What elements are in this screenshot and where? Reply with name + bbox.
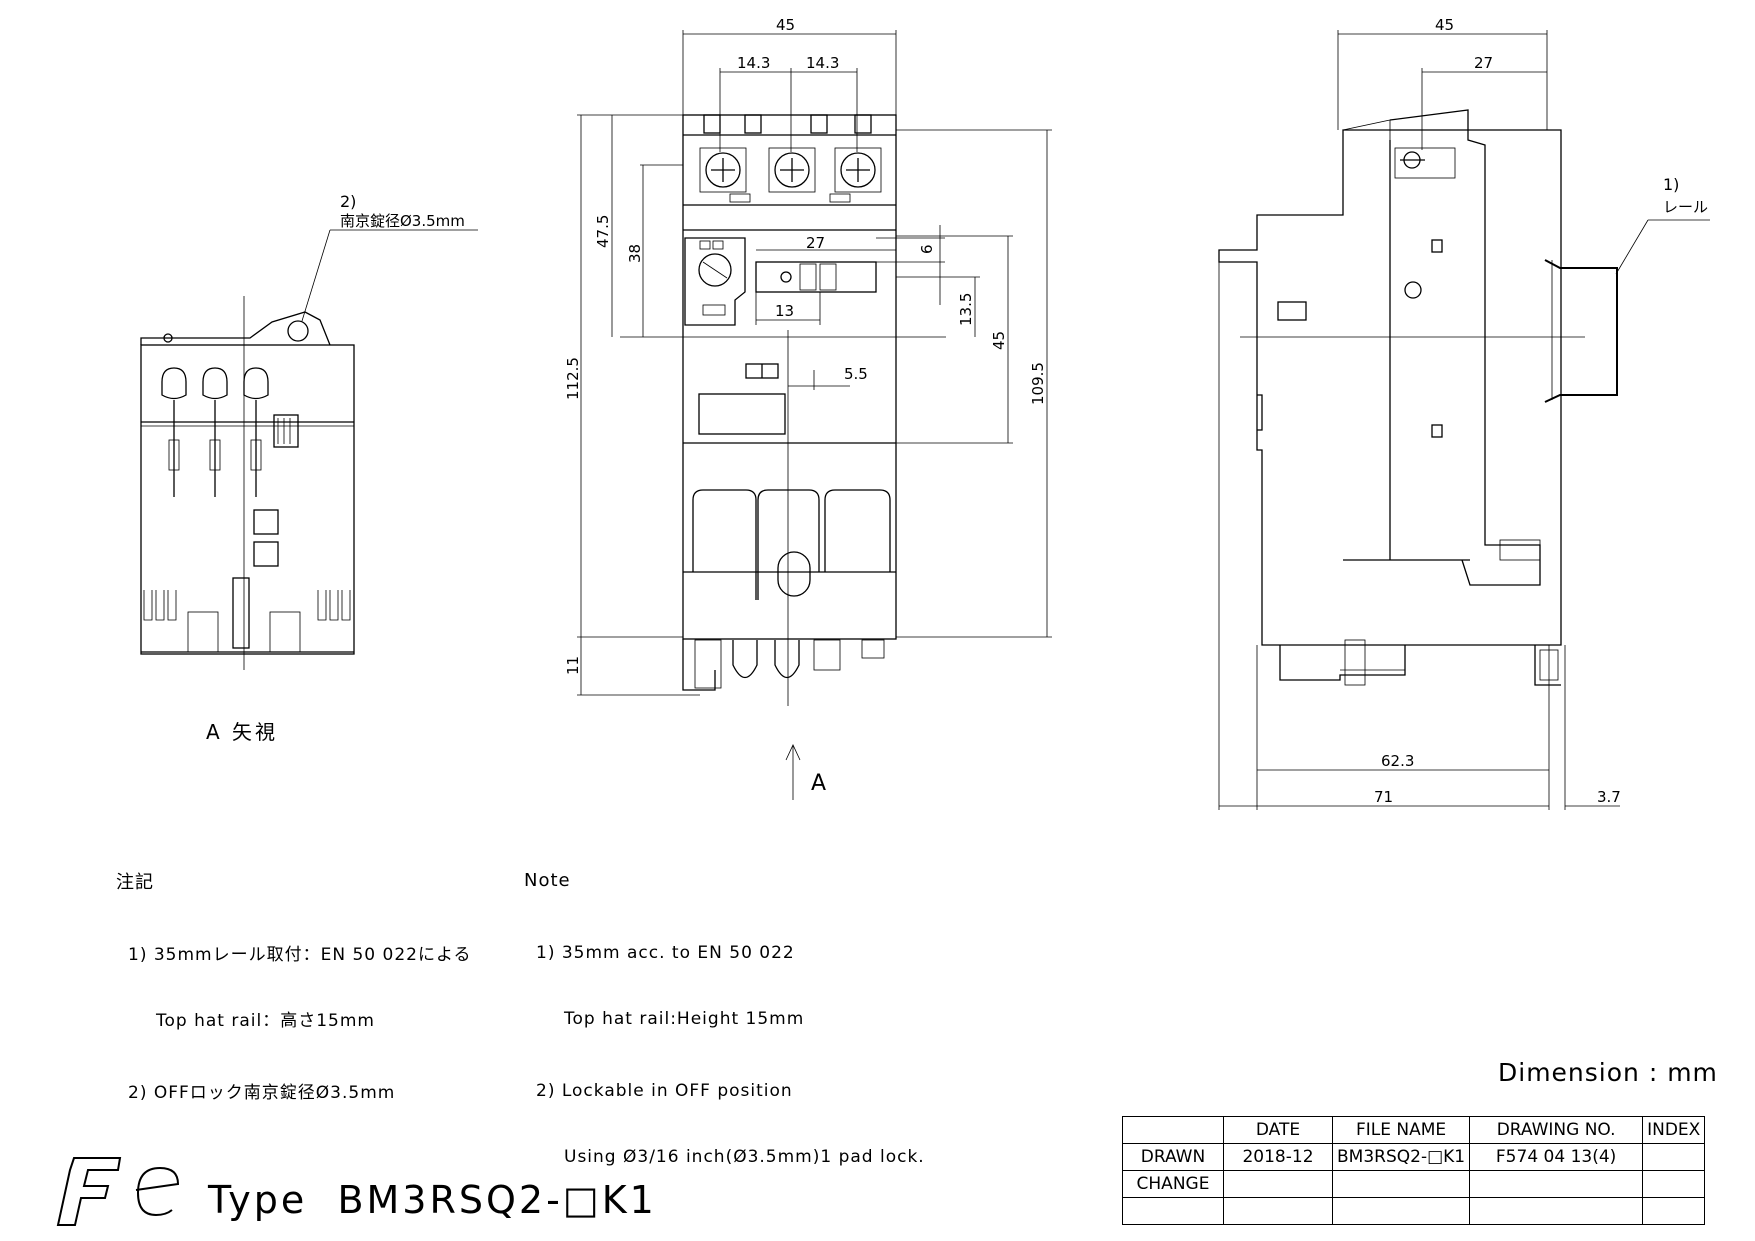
side-view-drawing: 1) レール: [1218, 109, 1710, 686]
dim-109-5: 109.5: [1029, 362, 1047, 405]
rail-callout-text: レール: [1663, 198, 1708, 216]
padlock-callout-text: 南京錠径Ø3.5mm: [340, 212, 465, 230]
dim-13: 13: [775, 302, 794, 320]
front-view-drawing: [620, 114, 946, 706]
rail-callout-ref: 1): [1663, 175, 1679, 194]
notes-en-item-2: 2) Lockable in OFF position: [536, 1081, 793, 1101]
notes-en-item-1-detail: Top hat rail:Height 15mm: [564, 1009, 805, 1029]
dim-height-47-5: 47.5: [594, 215, 612, 248]
title-block-cell: [1642, 1197, 1706, 1225]
title-block-cell: [1642, 1170, 1706, 1198]
dim-side-27: 27: [1474, 54, 1493, 72]
dim-height-38: 38: [626, 244, 644, 263]
title-block-cell: [1331, 1197, 1471, 1225]
dim-side-62-3: 62.3: [1381, 752, 1414, 770]
side-view-dimensions: 45 27 62.3 71 3.7: [1218, 16, 1621, 810]
title-block-cell: [1223, 1197, 1333, 1225]
title-block-row: DRAWN 2018-12 BM3RSQ2-□K1 F574 04 13(4): [1122, 1143, 1706, 1171]
dimension-unit: Dimension : mm: [1498, 1058, 1718, 1087]
title-block-header-file-name: FILE NAME: [1331, 1116, 1471, 1144]
padlock-callout-ref: 2): [340, 192, 356, 211]
title-block-header-blank: [1122, 1116, 1224, 1144]
notes-jp-heading: 注記: [116, 872, 154, 893]
title-block-cell: BM3RSQ2-□K1: [1331, 1143, 1471, 1171]
title-block-header-index: INDEX: [1642, 1116, 1706, 1144]
dim-side-width: 45: [1435, 16, 1454, 34]
notes-jp-item-2: 2) OFFロック南京錠径Ø3.5mm: [128, 1083, 396, 1103]
notes-en-item-2-detail: Using Ø3/16 inch(Ø3.5mm)1 pad lock.: [564, 1147, 925, 1167]
dim-height-112-5: 112.5: [564, 357, 582, 400]
title-block-cell: 2018-12: [1223, 1143, 1333, 1171]
title-block-row: [1122, 1197, 1706, 1225]
notes-japanese: 注記 1) 35mmレール取付：EN 50 022による Top hat rai…: [116, 828, 471, 1126]
notes-en-item-1: 1) 35mm acc. to EN 50 022: [536, 943, 795, 963]
dim-6: 6: [918, 244, 936, 254]
view-a-drawing: 2) 南京錠径Ø3.5mm: [140, 192, 478, 670]
dim-13-5: 13.5: [957, 293, 975, 326]
dim-side-3-7: 3.7: [1597, 788, 1621, 806]
notes-english: Note 1) 35mm acc. to EN 50 022 Top hat r…: [524, 826, 925, 1190]
title-block-cell: [1223, 1170, 1333, 1198]
title-block-cell: F574 04 13(4): [1469, 1143, 1644, 1171]
title-block-header-row: DATE FILE NAME DRAWING NO. INDEX: [1122, 1116, 1706, 1144]
notes-jp-item-1: 1) 35mmレール取付：EN 50 022による: [128, 945, 472, 965]
title-block-cell: [1642, 1143, 1706, 1171]
title-block-cell: CHANGE: [1122, 1170, 1224, 1198]
dim-45-vertical: 45: [990, 331, 1008, 350]
dim-width-27: 27: [806, 234, 825, 252]
title-block-cell: DRAWN: [1122, 1143, 1224, 1171]
view-a-label: A 矢視: [206, 720, 279, 744]
title-block-cell: [1469, 1197, 1644, 1225]
dim-pitch-right: 14.3: [806, 54, 839, 72]
dim-5-5: 5.5: [844, 365, 868, 383]
type-title: Type BM3RSQ2-□K1: [208, 1178, 657, 1222]
dim-pitch-left: 14.3: [737, 54, 770, 72]
notes-jp-item-1-detail: Top hat rail：高さ15mm: [156, 1011, 375, 1031]
dim-11: 11: [564, 656, 582, 675]
dim-side-71: 71: [1374, 788, 1393, 806]
title-block-cell: [1331, 1170, 1471, 1198]
company-logo: [56, 1157, 180, 1226]
title-block-header-drawing-no: DRAWING NO.: [1469, 1116, 1644, 1144]
arrow-a-label: A: [811, 771, 827, 796]
title-block-table: DATE FILE NAME DRAWING NO. INDEX DRAWN 2…: [1122, 1116, 1706, 1225]
title-block-cell: [1469, 1170, 1644, 1198]
title-block-cell: [1122, 1197, 1224, 1225]
title-block-header-date: DATE: [1223, 1116, 1333, 1144]
front-view-dimensions: 45 14.3 14.3 112.5 11 47.5 38 27 6 13: [564, 16, 1052, 800]
notes-en-heading: Note: [524, 870, 571, 891]
title-block-row: CHANGE: [1122, 1170, 1706, 1198]
dim-front-width: 45: [776, 16, 795, 34]
